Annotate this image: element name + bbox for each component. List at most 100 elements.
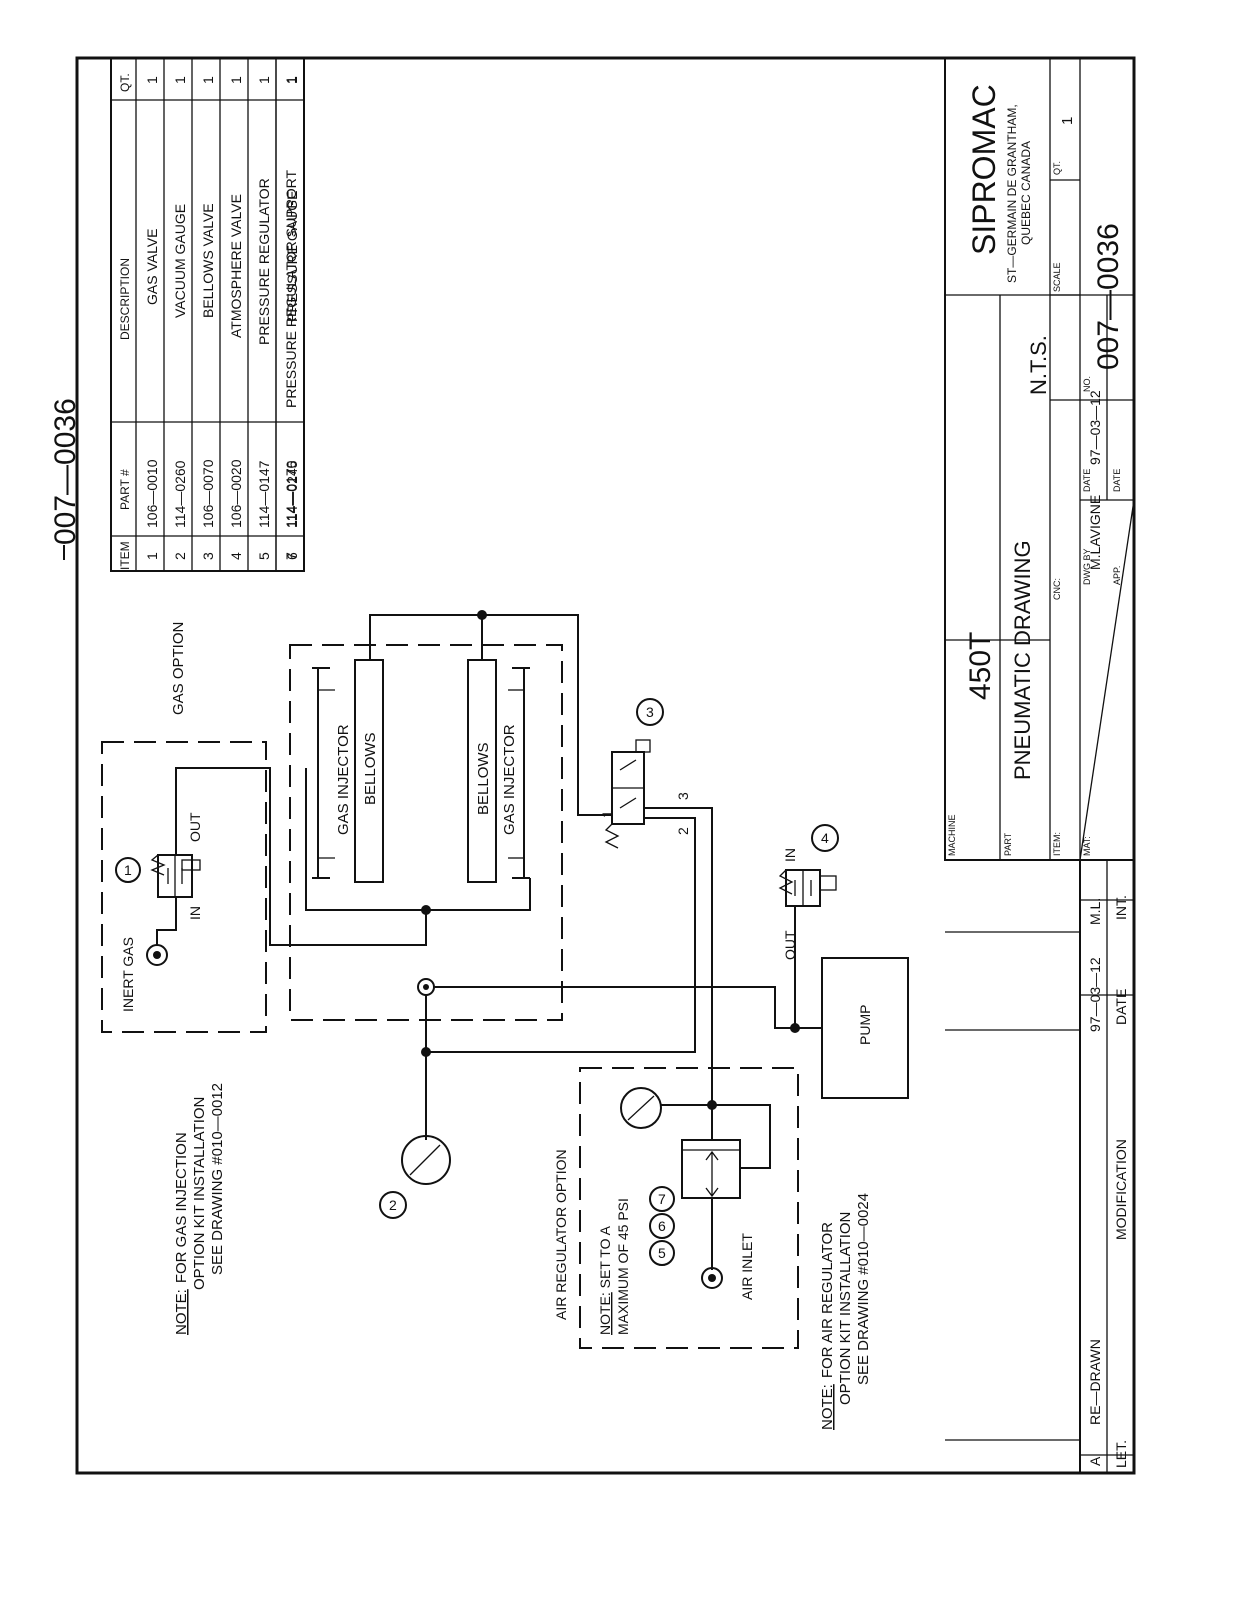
- bom-qty: 1: [172, 76, 188, 84]
- bom-row-7: 7 114—0170 PRESSURE REGULATOR SUPPORT 1: [275, 57, 305, 572]
- bom-item: 2: [172, 552, 188, 560]
- top-drawing-number: 007—0036: [49, 398, 82, 545]
- bom-item: 6: [284, 552, 300, 560]
- bom-row: 5 114—0147 PRESSURE REGULATOR 1: [256, 76, 272, 560]
- bom-description: PRESSURE GAUGE: [284, 191, 300, 322]
- gas-valve-in-label: IN: [187, 906, 203, 920]
- bom-header-item: ITEM: [118, 541, 132, 570]
- part-value: PNEUMATIC DRAWING: [1010, 540, 1035, 780]
- revision-table: A RE—DRAWN 97—03—12 M.L. LET. MODIFICATI…: [945, 860, 1134, 1473]
- air-inlet-label: AIR INLET: [739, 1233, 755, 1300]
- rev-modification: RE—DRAWN: [1087, 1339, 1103, 1425]
- rev-int-header: INT.: [1113, 895, 1129, 920]
- bom-description: PRESSURE REGULATOR SUPPORT: [283, 169, 299, 408]
- svg-text:NOTE:FOR GAS INJECTION: NOTE:FOR GAS INJECTION: [173, 1132, 190, 1335]
- bom-part: 106—0010: [144, 459, 160, 528]
- date-label: DATE: [1082, 469, 1092, 492]
- pressure-note: NOTE: SET TO A: [597, 1225, 613, 1335]
- bellows-line: [482, 614, 612, 816]
- bom-qty: 1: [228, 76, 244, 84]
- bom-description: VACUUM GAUGE: [172, 204, 188, 318]
- dwg-by-label: DWG BY: [1082, 548, 1092, 585]
- bom-item: 5: [256, 552, 272, 560]
- bellows-valve-port-3: 3: [675, 792, 691, 800]
- upper-injector-bellows: GAS INJECTOR BELLOWS: [312, 659, 384, 883]
- lower-bellows-label: BELLOWS: [475, 742, 492, 815]
- bom-header-part: PART #: [118, 469, 132, 510]
- injector-gas-line: [305, 768, 531, 911]
- callout-7: 7: [658, 1191, 666, 1207]
- callout-3: 3: [646, 704, 654, 720]
- gas-valve-out-label: OUT: [187, 812, 203, 842]
- app-label: APP.: [1112, 566, 1122, 585]
- bom-qty: 1: [284, 76, 300, 84]
- regulator-feedback-line: [712, 1104, 771, 1169]
- machine-value: 450T: [964, 632, 997, 700]
- bom-header-qty: QT.: [118, 73, 132, 92]
- pressure-note-label: NOTE:: [597, 1292, 613, 1335]
- rev-int: M.L.: [1087, 898, 1103, 925]
- bom-item: 3: [200, 552, 216, 560]
- bom-description: PRESSURE REGULATOR: [256, 178, 272, 345]
- svg-text:OPTION KIT INSTALLATION: OPTION KIT INSTALLATION: [837, 1212, 854, 1405]
- callout-3-icon: [636, 698, 664, 726]
- gas-line: [156, 897, 177, 945]
- bom-header-description: DESCRIPTION: [118, 258, 132, 340]
- bellows-valve-port-1: 1: [599, 810, 615, 818]
- part-label: PART: [1003, 832, 1013, 856]
- rev-modification-header: MODIFICATION: [1113, 1139, 1129, 1240]
- bom-qty: 1: [283, 76, 299, 84]
- callout-6-icon: [649, 1213, 675, 1239]
- bom-qty: 1: [200, 76, 216, 84]
- bellows-valve-port-2: 2: [675, 827, 691, 835]
- bom-item: 4: [228, 552, 244, 560]
- bom-item: 7: [283, 552, 299, 560]
- callout-4: 4: [821, 830, 829, 846]
- rev-let-header: LET.: [1113, 1440, 1129, 1468]
- callout-5-icon: [649, 1240, 675, 1266]
- svg-text:NOTE:FOR AIR REGULATOR: NOTE:FOR AIR REGULATOR: [819, 1222, 836, 1430]
- valve-port-2-line: [426, 817, 696, 1053]
- vacuum-gauge-icon: [401, 1135, 451, 1185]
- machine-label: MACHINE: [947, 814, 957, 856]
- air-inlet-icon: [701, 1267, 723, 1289]
- pressure-gauge-icon: [620, 1087, 662, 1129]
- pressure-regulator-icon: [681, 1139, 741, 1199]
- gas-injection-boundary: [289, 644, 563, 1021]
- rev-date-header: DATE: [1113, 989, 1129, 1025]
- callout-6: 6: [658, 1218, 666, 1234]
- approval-date-label: DATE: [1112, 469, 1122, 492]
- pump-label: PUMP: [857, 1005, 873, 1045]
- scale-value: N.T.S.: [1026, 335, 1051, 395]
- item-label: ITEM:: [1052, 832, 1062, 856]
- bom-part: 114—0245: [284, 460, 300, 528]
- air-regulator-option-label: AIR REGULATOR OPTION: [553, 1149, 569, 1320]
- drawing-number: 007—0036: [1092, 223, 1125, 370]
- svg-text:OPTION KIT INSTALLATION: OPTION KIT INSTALLATION: [191, 1097, 208, 1290]
- pressure-note-line2: MAXIMUM OF 45 PSI: [615, 1198, 631, 1335]
- valve-port-3-line: [644, 807, 713, 1105]
- regulator-line: [661, 1104, 713, 1140]
- gas-line: [175, 767, 427, 946]
- bom-item: 1: [144, 552, 160, 560]
- air-note-label: NOTE:: [819, 1384, 836, 1430]
- atmosphere-valve-out-label: OUT: [782, 930, 798, 960]
- callout-1-icon: [115, 857, 141, 883]
- bom-part: 114—0170: [283, 460, 299, 528]
- rev-date: 97—03—12: [1087, 957, 1103, 1032]
- bom-row: 1 106—0010 GAS VALVE 1: [144, 76, 160, 560]
- bom-qty: 1: [144, 76, 160, 84]
- bom-description: GAS VALVE: [144, 228, 160, 305]
- bom-row: 3 106—0070 BELLOWS VALVE 1: [200, 76, 216, 560]
- bom-row: 2 114—0260 VACUUM GAUGE 1: [172, 76, 188, 560]
- air-regulator-boundary: [579, 1067, 799, 1349]
- scale-label: SCALE: [1052, 262, 1062, 292]
- rev-let: A: [1087, 1456, 1103, 1466]
- bom-part: 106—0020: [228, 459, 244, 528]
- atmosphere-valve-icon: [778, 869, 837, 907]
- gas-injection-note: NOTE:FOR GAS INJECTION OPTION KIT INSTAL…: [173, 1083, 226, 1335]
- mat-label: MAT:: [1082, 836, 1092, 856]
- cnc-label: CNC:: [1052, 578, 1062, 600]
- callout-2-icon: [379, 1191, 407, 1219]
